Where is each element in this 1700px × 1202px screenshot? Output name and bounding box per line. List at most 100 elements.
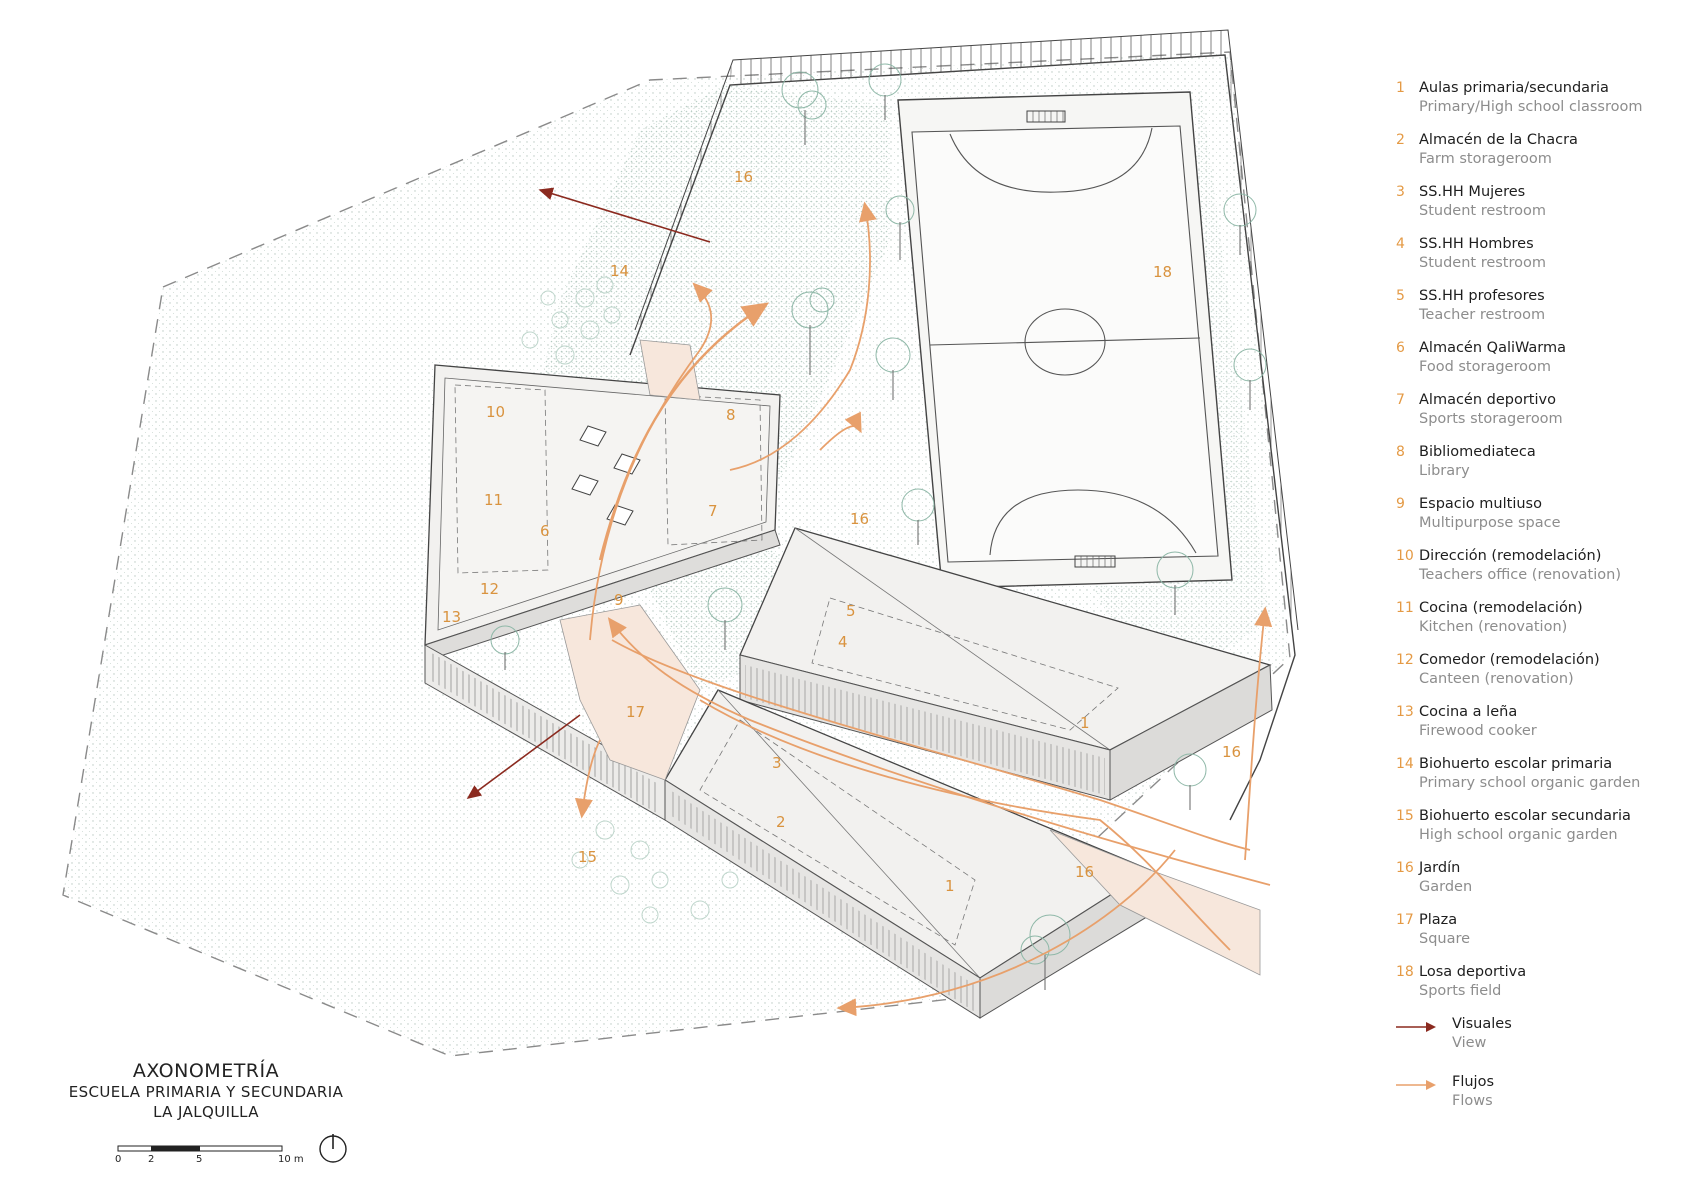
title-location: LA JALQUILLA <box>153 1103 259 1121</box>
legend-item: 11 Cocina (remodelación) Kitchen (renovati… <box>1396 598 1696 650</box>
legend-label-en: Teacher restroom <box>1419 307 1546 323</box>
drawing-title: AXONOMETRÍA ESCUELA PRIMARIA Y SECUNDARI… <box>56 1060 356 1122</box>
view-arrow-icon <box>1396 1022 1436 1032</box>
label-10: 10 <box>486 403 505 421</box>
building-administration <box>424 364 781 661</box>
legend-label-en: Farm storageroom <box>1419 151 1552 167</box>
scale-bar <box>117 1145 283 1152</box>
legend-number: 8 <box>1396 444 1405 460</box>
legend-label-es: SS.HH profesores <box>1419 288 1545 304</box>
legend-number: 11 <box>1396 600 1414 616</box>
diagram-labels: 16 14 10 8 11 6 7 12 9 13 17 5 4 16 1 18… <box>442 168 1241 895</box>
scale-tick-10: 10 m <box>278 1154 304 1165</box>
label-13: 13 <box>442 608 461 626</box>
legend-flow-arrow: Flujos Flows <box>1396 1072 1696 1130</box>
legend-label-es: SS.HH Mujeres <box>1419 184 1526 200</box>
west-wall <box>424 644 666 821</box>
label-16b: 16 <box>850 510 869 528</box>
legend-label-en: High school organic garden <box>1419 827 1618 843</box>
legend-number: 3 <box>1396 184 1405 200</box>
legend-number: 12 <box>1396 652 1414 668</box>
label-16c: 16 <box>1075 863 1094 881</box>
legend-number: 13 <box>1396 704 1414 720</box>
legend-label-en: Primary school organic garden <box>1419 775 1641 791</box>
legend-label-es: Bibliomediateca <box>1419 444 1536 460</box>
view-arrow-south <box>466 714 581 799</box>
label-4: 4 <box>838 633 848 651</box>
legend-number: 7 <box>1396 392 1405 408</box>
legend-label-en: Student restroom <box>1419 255 1547 271</box>
legend-label-es: Biohuerto escolar secundaria <box>1419 808 1631 824</box>
legend-number: 4 <box>1396 236 1405 252</box>
legend-label-es: Aulas primaria/secundaria <box>1419 80 1609 96</box>
legend-flow-es: Flujos <box>1452 1074 1495 1090</box>
legend-label-en: Kitchen (renovation) <box>1419 619 1568 635</box>
label-1a: 1 <box>1080 714 1090 732</box>
legend-label-es: Espacio multiuso <box>1419 496 1542 512</box>
legend-label-en: Square <box>1419 931 1471 947</box>
legend-label-es: Almacén de la Chacra <box>1419 132 1578 148</box>
legend-number: 1 <box>1396 80 1405 96</box>
plaza <box>559 339 1261 976</box>
view-arrow-north <box>538 187 711 243</box>
legend-label-es: Losa deportiva <box>1419 964 1527 980</box>
legend-view-en: View <box>1452 1035 1487 1051</box>
title-school: ESCUELA PRIMARIA Y SECUNDARIA <box>68 1083 344 1101</box>
legend-number: 14 <box>1396 756 1414 772</box>
legend-label-es: Jardín <box>1419 860 1461 876</box>
legend-number: 2 <box>1396 132 1405 148</box>
garden-area <box>520 85 890 690</box>
label-18: 18 <box>1153 263 1172 281</box>
label-11: 11 <box>484 491 503 509</box>
label-2: 2 <box>776 813 786 831</box>
legend-label-en: Garden <box>1419 879 1473 895</box>
organic-garden-primary <box>521 276 621 365</box>
flow-arrow-icon <box>1396 1080 1436 1090</box>
legend-flow-en: Flows <box>1452 1093 1493 1109</box>
sports-field <box>897 91 1233 589</box>
legend-label-es: Almacén deportivo <box>1419 392 1556 408</box>
label-6: 6 <box>540 522 550 540</box>
legend-number: 6 <box>1396 340 1405 356</box>
label-5: 5 <box>846 602 856 620</box>
legend-number: 16 <box>1396 860 1414 876</box>
label-12: 12 <box>480 580 499 598</box>
label-1b: 1 <box>945 877 955 895</box>
legend-label-en: Sports field <box>1419 983 1502 999</box>
legend-view-es: Visuales <box>1452 1016 1512 1032</box>
label-16d: 16 <box>1222 743 1241 761</box>
building-classrooms-south <box>664 689 1152 1019</box>
label-9: 9 <box>614 591 624 609</box>
label-15: 15 <box>578 848 597 866</box>
legend-label-en: Firewood cooker <box>1419 723 1537 739</box>
scale-tick-2: 2 <box>148 1154 155 1165</box>
label-8: 8 <box>726 406 736 424</box>
legend-number: 5 <box>1396 288 1405 304</box>
legend-label-en: Multipurpose space <box>1419 515 1561 531</box>
legend-label-en: Teachers office (renovation) <box>1419 567 1621 583</box>
legend-label-es: Cocina (remodelación) <box>1419 600 1583 616</box>
legend-label-es: Comedor (remodelación) <box>1419 652 1600 668</box>
organic-garden-secondary <box>571 820 739 924</box>
legend-view-arrow: Visuales View <box>1396 1014 1696 1072</box>
label-14: 14 <box>610 262 629 280</box>
flow-arrows <box>574 201 1273 1017</box>
legend-number: 18 <box>1396 964 1414 980</box>
legend-number: 17 <box>1396 912 1414 928</box>
